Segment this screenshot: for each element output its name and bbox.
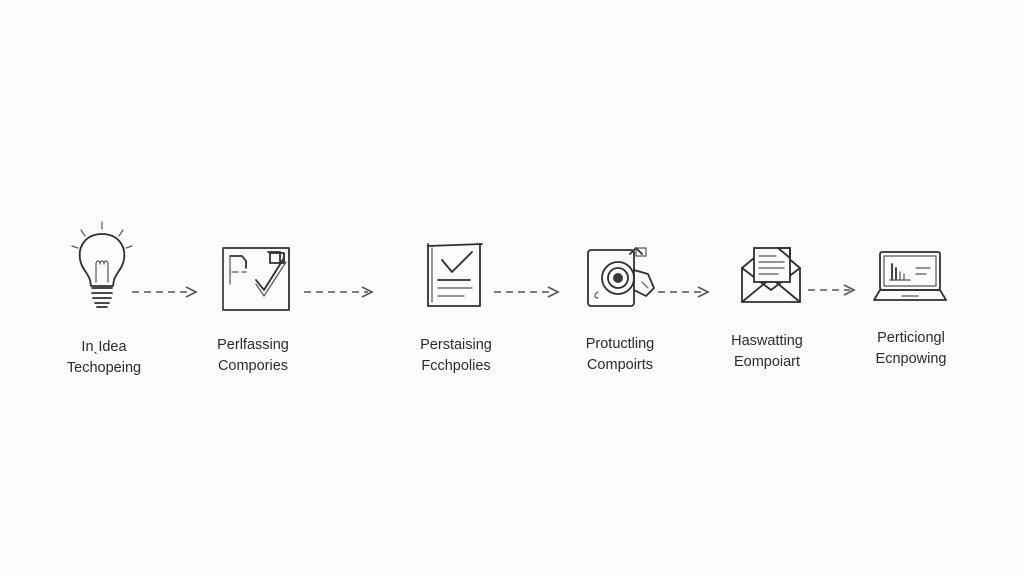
- flow-arrow-3: [492, 284, 564, 305]
- step-2-label-line-1: Perlfassing: [217, 337, 289, 353]
- flow-arrow-2: [302, 284, 378, 305]
- step-6-label-line-1: Perticiongl: [877, 330, 945, 346]
- laptop-chart-icon: [870, 248, 950, 306]
- step-5-label-line-1: Haswatting: [731, 333, 803, 349]
- step-2-label-line-2: Compories: [217, 358, 289, 374]
- step-4-label: Protuctling Compoirts: [545, 334, 695, 376]
- document-check-icon: [220, 244, 296, 314]
- flow-arrow-5: [806, 282, 860, 303]
- flow-arrow-4: [656, 284, 714, 305]
- lightbulb-icon: [66, 220, 138, 316]
- step-4-label-line-2: Compoirts: [586, 357, 654, 373]
- step-2-label: Perlfassing Compories: [178, 335, 328, 377]
- checklist-page-icon: [420, 240, 490, 312]
- step-1-label-line-2: Techopeing: [66, 360, 142, 376]
- step-1-label: InˎIdea Techopeing: [29, 337, 179, 379]
- step-5-label: Haswatting Eompoiart: [692, 331, 842, 373]
- envelope-letter-icon: [738, 244, 804, 306]
- step-3-label-line-2: Fcchpolies: [421, 358, 491, 374]
- flow-arrow-1: [130, 284, 202, 305]
- step-6-label: Perticiongl Ecnpowing: [836, 328, 986, 370]
- step-3-label: Perstaising Fcchpolies: [381, 335, 531, 377]
- step-4-label-line-1: Protuctling: [585, 336, 655, 352]
- step-1-label-line-1: InˎIdea: [81, 339, 127, 355]
- step-5-label-line-2: Eompoiart: [733, 354, 801, 370]
- camera-device-icon: [584, 244, 664, 310]
- step-3-label-line-1: Perstaising: [420, 337, 492, 353]
- step-6-label-line-2: Ecnpowing: [875, 351, 947, 367]
